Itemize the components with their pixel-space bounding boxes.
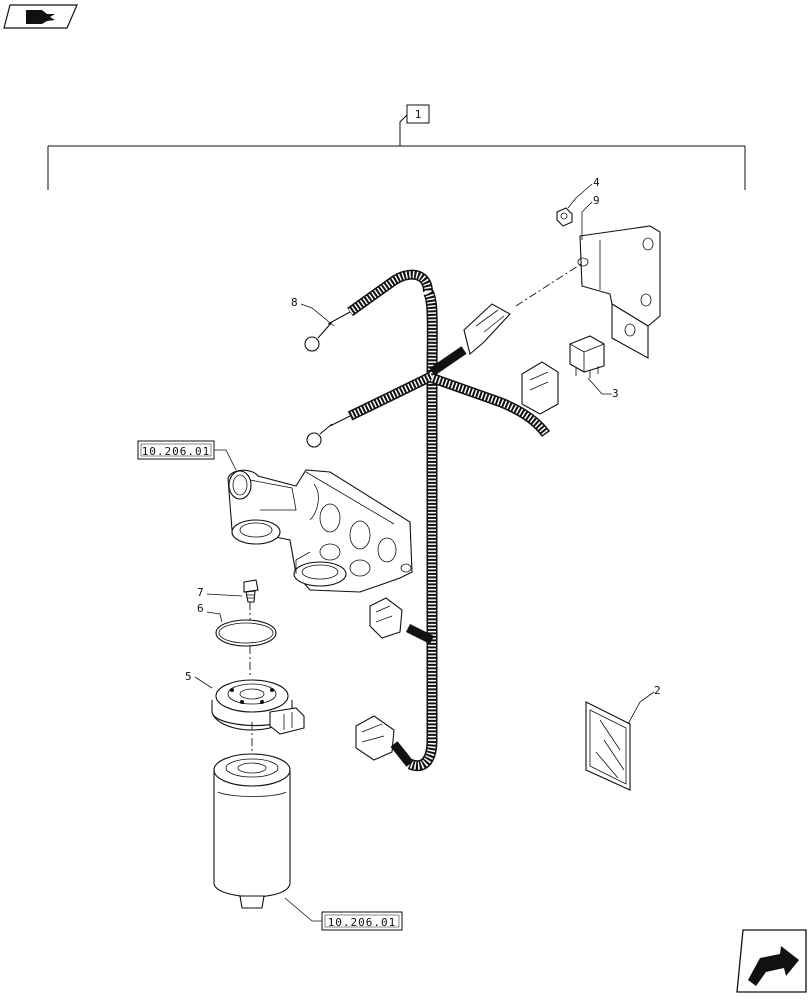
o-ring[interactable]: 6: [197, 602, 277, 647]
assembly-callout: 1: [47, 104, 746, 190]
filter-head-sensor[interactable]: 5: [185, 670, 305, 735]
back-arrow-icon[interactable]: [3, 4, 78, 29]
next-page-arrow-icon[interactable]: [736, 929, 807, 993]
filter-cartridge: [213, 753, 291, 909]
hex-nut[interactable]: 4: [556, 176, 600, 227]
reference-box-top[interactable]: 10.206.01: [137, 440, 237, 471]
callout-8: 8: [291, 296, 298, 309]
reference-label-bottom: 10.206.01: [328, 916, 397, 929]
assembly-axis-line: [249, 602, 253, 754]
callout-4: 4: [593, 176, 600, 189]
callout-7: 7: [197, 586, 204, 599]
assembly-label: 1: [415, 108, 422, 121]
reference-box-bottom[interactable]: 10.206.01: [284, 897, 403, 931]
filter-head-housing: [227, 469, 413, 593]
mounting-bracket[interactable]: 9: [577, 194, 661, 359]
callout-6: 6: [197, 602, 204, 615]
bracket-alignment-line: [515, 261, 585, 307]
decal-label[interactable]: 2: [585, 684, 661, 791]
reference-label-top: 10.206.01: [142, 445, 211, 458]
callout-2: 2: [654, 684, 661, 697]
wiring-harness[interactable]: 8: [291, 269, 559, 772]
callout-9: 9: [593, 194, 600, 207]
relay[interactable]: 3: [569, 335, 619, 400]
callout-5: 5: [185, 670, 192, 683]
callout-3: 3: [612, 387, 619, 400]
bleed-screw[interactable]: 7: [197, 579, 259, 603]
